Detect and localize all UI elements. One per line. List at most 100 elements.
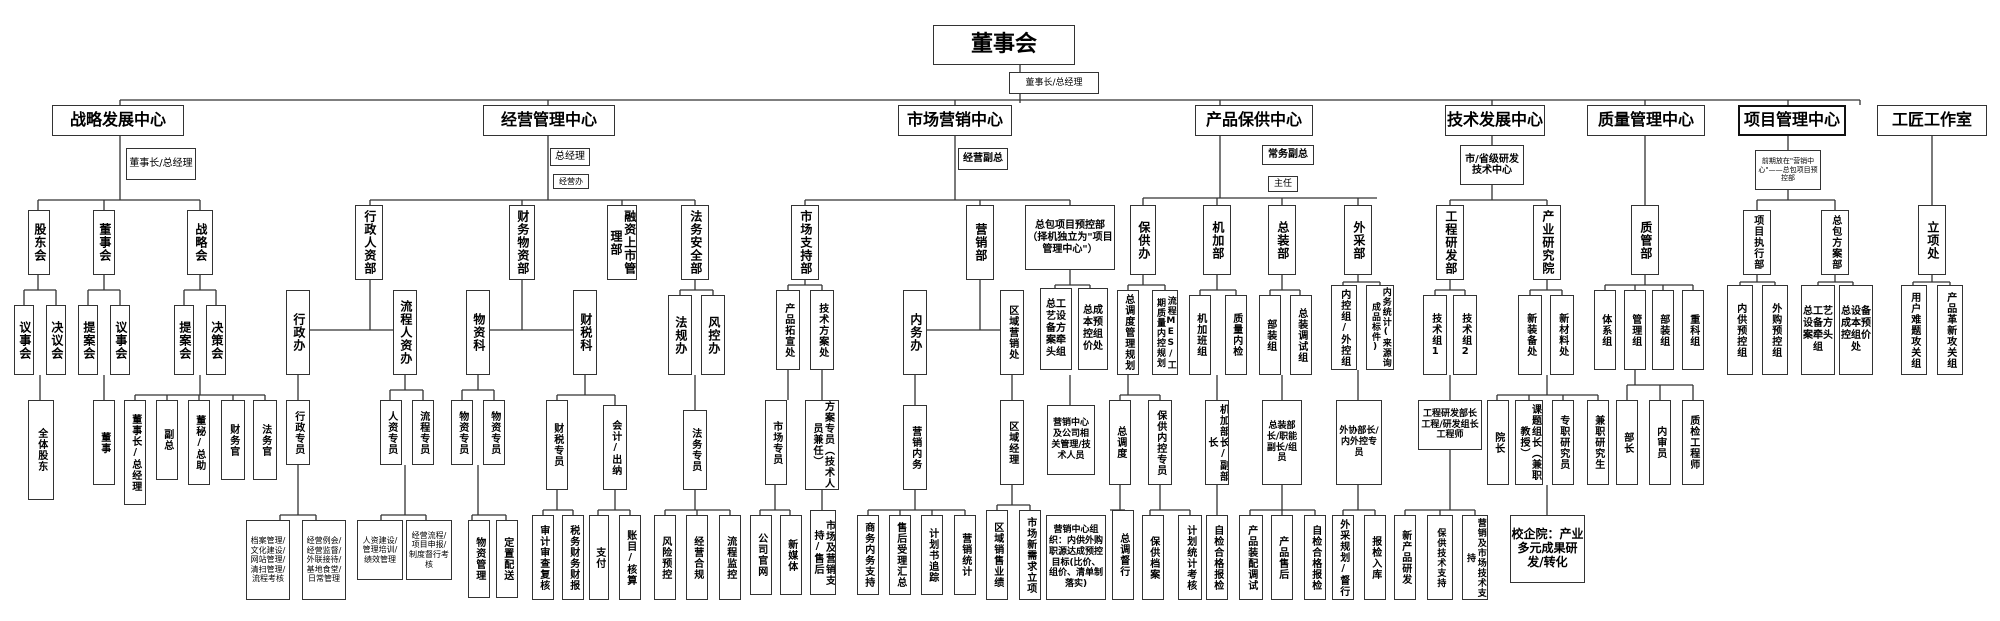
project-note: 前期放在"营销中心"——总包项目预控部 <box>1755 150 1821 190</box>
duty-delivery: 定置配送 <box>496 520 518 598</box>
duty-archive: 档案管理/文化建设/网站管理/清扫管理/流程考核 <box>246 520 290 600</box>
product-aftersale: 产品售后 <box>1271 515 1293 600</box>
strategy-committee: 战略会 <box>187 210 213 275</box>
chief-dispatch: 总调度 <box>1109 400 1131 485</box>
duty-meeting: 经营例会/经营监督/外联接待/基地食堂/日常管理 <box>302 520 346 600</box>
duty-payment: 支付 <box>589 515 609 600</box>
hr-staff: 人资专员 <box>380 400 402 465</box>
qa-engineer: 质检工程师 <box>1682 400 1704 485</box>
tech-team-1: 技术组1 <box>1423 295 1447 375</box>
dept-tech: 技术发展中心 <box>1445 105 1545 136</box>
assembly-selfcheck: 自检合格报检 <box>1304 515 1326 600</box>
new-material: 新材料处 <box>1550 295 1574 375</box>
process-hr-office: 流程人资办 <box>393 290 417 375</box>
accountant: 会计/出纳 <box>603 405 627 490</box>
task-region-perf: 区域销售业绩 <box>986 510 1008 600</box>
epc-solution: 总包方案部 <box>1821 210 1849 275</box>
legal-security-dept: 法务安全部 <box>681 205 709 280</box>
project-cost-control: 总设备成本预控组价处 <box>1839 285 1873 375</box>
region-manager: 区域经理 <box>1000 400 1024 485</box>
task-aftersales: 市场及营销支持/售后 <box>810 510 836 595</box>
tech-solution: 技术方案处 <box>810 290 834 370</box>
root-board: 董事会 <box>933 25 1075 65</box>
sales-internal: 营销内务 <box>903 405 927 490</box>
legal-officer: 法务官 <box>253 400 277 480</box>
duty-compliance: 经营合规 <box>686 515 708 600</box>
task-stats: 营销统计 <box>954 515 976 595</box>
task-new-demand: 市场新需求立项 <box>1019 510 1041 600</box>
region-sales: 区域营销处 <box>1000 290 1024 375</box>
plan-stat-assess: 计划统计考核 <box>1178 515 1202 600</box>
supply-control-staff: 保供内控专员 <box>1148 400 1172 485</box>
duty-ledger: 账目/核算 <box>619 515 641 600</box>
supply-dispatch-plan: 总调度管理规划 <box>1117 290 1139 375</box>
duty-material: 物资管理 <box>468 520 490 598</box>
market-staff: 市场专员 <box>765 400 787 485</box>
dept-supply: 产品保供中心 <box>1195 105 1313 136</box>
internal-stats: 内务统计(来源询成品标件) <box>1366 285 1394 370</box>
duty-risk: 风险预控 <box>654 515 676 600</box>
admin-hr-dept: 行政人资部 <box>355 205 383 280</box>
deliberate-2: 议事会 <box>110 305 130 375</box>
vice-gm: 副总 <box>156 400 178 480</box>
industry-institute: 产业研究院 <box>1533 205 1561 280</box>
strategy-chairman: 董事长/总经理 <box>126 148 196 180</box>
regulation-office: 法规办 <box>668 295 692 375</box>
decision-3: 决策会 <box>206 305 226 375</box>
marketing-vp: 经营副总 <box>958 148 1008 170</box>
project-leader: 课题组长（兼职教授） <box>1515 400 1543 485</box>
tech-team-2: 技术组2 <box>1453 295 1477 375</box>
supply-mes: 流程MES/工期质量内控规划 <box>1152 290 1178 375</box>
deliberate-1: 议事会 <box>14 305 34 375</box>
new-equipment: 新装备处 <box>1518 295 1542 375</box>
project-exec: 项目执行部 <box>1743 210 1771 275</box>
fulltime-researcher: 专职研究员 <box>1552 400 1574 485</box>
outsource-head: 外协部长/内外控专员 <box>1336 400 1382 485</box>
duty-tax: 税务财务财报 <box>562 515 584 600</box>
machining-team: 机加班组 <box>1189 295 1211 375</box>
final-assembly: 总装调试组 <box>1290 295 1312 375</box>
parttime-student: 兼职研究生 <box>1587 400 1609 485</box>
product-innovation-team: 产品革新攻关组 <box>1937 285 1963 375</box>
admin-office: 行政办 <box>286 290 310 375</box>
task-newmedia: 新媒体 <box>780 515 802 595</box>
inner-outer-control: 内控组/外控组 <box>1331 285 1357 370</box>
qa-system: 体系组 <box>1594 290 1616 370</box>
assembly-dept: 总装部 <box>1268 205 1296 275</box>
user-problem-team: 用户难题攻关组 <box>1901 285 1927 375</box>
purchase-plan: 外采规划/督行 <box>1332 515 1354 600</box>
purchase-dept: 外采部 <box>1344 205 1372 275</box>
legal-staff: 法务专员 <box>683 410 707 490</box>
duty-monitor: 流程监控 <box>719 515 741 600</box>
ipo-dept: 融资上市管理部 <box>607 205 637 280</box>
finance-material-dept: 财务物资部 <box>509 205 535 280</box>
supply-office: 保供办 <box>1130 205 1156 275</box>
operation-gm: 总经理 <box>550 148 590 166</box>
all-shareholders: 全体股东 <box>28 400 54 500</box>
director: 董事 <box>93 400 115 485</box>
project-plan-lead: 总工艺设备方案牵头组 <box>1801 285 1835 375</box>
material-staff-1: 物资专员 <box>451 400 473 465</box>
dept-project: 项目管理中心 <box>1738 105 1846 136</box>
qa-research: 重科组 <box>1682 290 1704 370</box>
engineering-dept: 工程研发部 <box>1436 205 1464 280</box>
dept-craft: 工匠工作室 <box>1877 105 1987 136</box>
solution-staff: 方案专员（技术人员兼任） <box>805 400 839 490</box>
duty-audit: 审计审查复核 <box>532 515 554 600</box>
tech-center: 市/省级研发技术中心 <box>1460 145 1524 185</box>
epc-plan: 总工艺设备方案牵头组 <box>1040 288 1072 370</box>
dean: 院长 <box>1487 400 1509 485</box>
assembly-head: 总装部长/职能副长/组员 <box>1262 400 1302 485</box>
material-section: 物资科 <box>466 290 490 375</box>
sales-dept: 营销部 <box>966 205 994 280</box>
chairman-gm: 董事长/总经理 <box>124 400 146 505</box>
proposal-2: 提案会 <box>78 305 98 375</box>
epc-cost: 总成本预控组价处 <box>1078 288 1108 370</box>
dept-operation: 经营管理中心 <box>483 105 615 136</box>
material-staff-2: 物资专员 <box>483 400 505 465</box>
outer-purchase-control: 外购预控组 <box>1762 285 1788 375</box>
machining-selfcheck: 自检合格报检 <box>1206 515 1228 600</box>
quality-check: 质量内检 <box>1225 295 1247 375</box>
